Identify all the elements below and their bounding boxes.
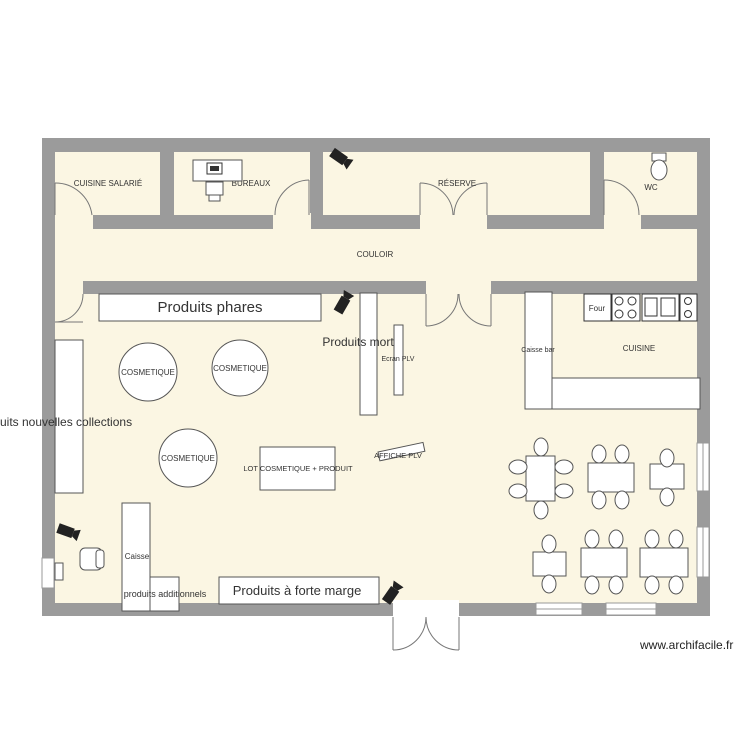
caisse-label: Caisse <box>125 552 150 561</box>
room-label-cuisine-salarie: CUISINE SALARIÉ <box>74 179 142 188</box>
camera-icon <box>56 523 81 542</box>
desk <box>192 159 243 202</box>
cafe-table <box>580 529 628 595</box>
toilet-icon <box>650 152 668 181</box>
window-left <box>41 557 55 589</box>
produits-morts-label: Produits morts <box>322 335 399 349</box>
cafe-table <box>649 448 685 507</box>
caisse-bar-label: Caisse bar <box>521 347 555 354</box>
entrance-gap <box>393 600 459 618</box>
produits-phares-shelf <box>98 293 322 322</box>
room-label-reserve: RÉSERVE <box>438 179 476 188</box>
room-label-bureaux: BUREAUX <box>232 179 271 188</box>
lot-cosmetique-table <box>259 446 336 491</box>
oven-and-stoves: Four <box>583 293 698 322</box>
floor-cuisine-salarie <box>55 152 160 215</box>
produits-forte-marge-shelf <box>218 576 380 605</box>
room-label-cuisine: CUISINE <box>623 344 655 353</box>
cosmetique-label: COSMETIQUE <box>121 368 175 377</box>
four-label: Four <box>589 304 606 313</box>
door-swings <box>54 179 640 651</box>
produits-forte-marge-label: Produits à forte marge <box>233 583 362 598</box>
caisse-counter <box>121 502 151 612</box>
ecran-plv-label: Ecran PLV <box>382 356 415 363</box>
nouvelles-collections-label: uits nouvelles collections <box>0 415 132 429</box>
bin-icon <box>54 562 64 581</box>
produits-additionnels-label: produits additionnels <box>124 589 207 599</box>
camera-icon <box>381 580 404 605</box>
camera-icon <box>333 289 355 315</box>
produits-morts-shelf <box>359 292 378 416</box>
caisse-bar-counter <box>524 291 701 410</box>
camera-icon <box>329 147 354 170</box>
floor-reserve <box>323 152 590 215</box>
cosmetique-table <box>211 339 269 397</box>
cosmetique-table <box>158 428 218 488</box>
cosmetique-label: COSMETIQUE <box>213 364 267 373</box>
cafe-table <box>508 437 574 520</box>
produits-additionnels-shelf <box>149 576 180 612</box>
chair-icon <box>79 547 105 571</box>
affiche-plv-label: AFFICHE PLV <box>374 451 422 460</box>
ecran-plv <box>393 324 404 396</box>
door-openings <box>55 213 641 297</box>
cafe-table <box>532 534 567 594</box>
nouvelles-collections-shelf <box>54 339 84 494</box>
room-label-wc: WC <box>644 183 658 192</box>
lot-cosmetique-label: LOT COSMETIQUE + PRODUIT <box>243 464 353 473</box>
cosmetique-table <box>118 342 178 402</box>
floor-couloir <box>55 229 697 281</box>
cafe-table <box>587 444 635 510</box>
affiche-plv <box>377 441 426 462</box>
cafe-table <box>639 529 689 595</box>
cosmetique-label: COSMETIQUE <box>161 454 215 463</box>
watermark[interactable]: www.archifacile.fr <box>640 638 734 652</box>
room-label-couloir: COULOIR <box>357 250 394 259</box>
produits-phares-label: Produits phares <box>157 299 262 316</box>
